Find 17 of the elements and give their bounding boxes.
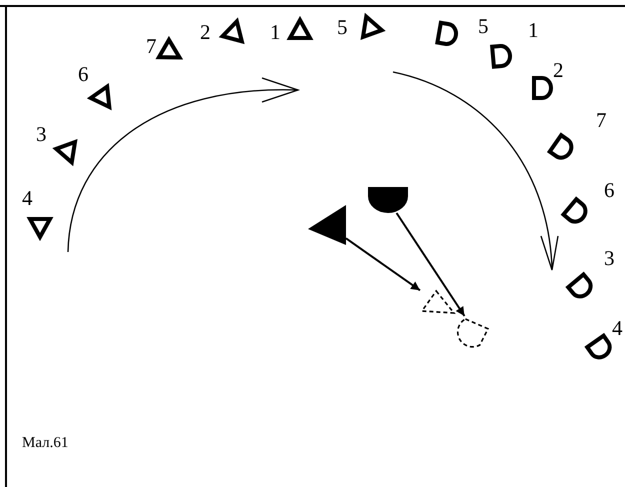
figure-number: 2 [200, 22, 210, 43]
arrow [396, 212, 466, 317]
figure-number: 3 [604, 248, 614, 269]
arrow [345, 238, 421, 292]
figure-number: 1 [270, 22, 280, 43]
figure-number: 1 [528, 20, 538, 41]
figure-caption: Мал.61 [22, 436, 68, 451]
figure-number: 7 [596, 110, 606, 131]
figure-number: 2 [553, 60, 564, 81]
figure-number: 7 [146, 36, 156, 57]
figure-number: 5 [337, 17, 348, 38]
figure-number: 5 [478, 16, 488, 37]
figure-number: 4 [22, 188, 32, 209]
figure-number: 3 [36, 124, 46, 145]
figure-number: 6 [604, 180, 614, 201]
figure-number: 6 [78, 64, 88, 85]
figure-number: 4 [612, 318, 622, 339]
